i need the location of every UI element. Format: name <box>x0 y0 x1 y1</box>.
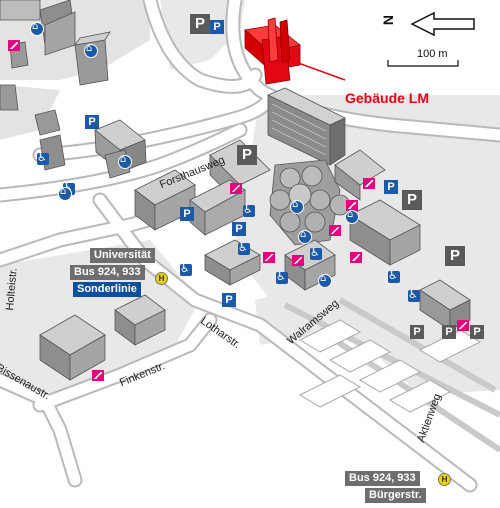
accessibility-icon <box>388 269 400 283</box>
accessibility-icon <box>310 246 322 260</box>
wc-icon <box>457 320 469 331</box>
parking-icon[interactable]: P <box>190 14 210 34</box>
accessibility-icon <box>37 151 49 165</box>
scale-label: 100 m <box>417 48 448 60</box>
target-building-label[interactable]: Gebäude LM <box>345 90 430 106</box>
parking-icon[interactable]: P <box>237 145 257 165</box>
bus-stop-1-icon[interactable]: H <box>155 272 168 285</box>
wc-icon <box>230 183 242 194</box>
accessibility-icon <box>180 262 192 276</box>
bus-stop-2-lines[interactable]: Bus 924, 933 <box>345 471 420 486</box>
cafeteria-icon <box>30 21 44 36</box>
accessibility-icon <box>243 203 255 217</box>
service-parking-icon[interactable]: P <box>180 207 194 221</box>
parking-icon[interactable]: P <box>445 246 465 266</box>
service-parking-icon[interactable]: P <box>232 222 246 236</box>
bus-stop-2-name[interactable]: Bürgerstr. <box>365 488 426 503</box>
cafeteria-icon <box>58 186 72 201</box>
parking-icon[interactable]: P <box>470 325 484 339</box>
bus-stop-1-lines[interactable]: Bus 924, 933 <box>70 265 145 280</box>
parking-icon[interactable]: P <box>402 190 422 210</box>
cafeteria-icon <box>318 273 332 288</box>
wc-icon <box>329 225 341 236</box>
parking-icon[interactable]: P <box>442 325 456 339</box>
wc-icon <box>292 255 304 266</box>
bus-stop-1-name[interactable]: Universität <box>90 248 155 263</box>
accessibility-icon <box>276 270 288 284</box>
wc-icon <box>92 370 104 381</box>
cafeteria-icon <box>84 43 98 58</box>
parking-icon[interactable]: P <box>410 325 424 339</box>
service-parking-icon[interactable]: P <box>384 180 398 194</box>
cafeteria-icon <box>345 209 359 224</box>
bus-stop-2-icon[interactable]: H <box>438 473 451 486</box>
service-parking-icon[interactable]: P <box>210 20 224 34</box>
accessibility-icon <box>408 288 420 302</box>
wc-icon <box>8 40 20 51</box>
wc-icon <box>350 252 362 263</box>
north-arrow-icon <box>410 11 475 37</box>
wc-icon <box>263 252 275 263</box>
cafeteria-icon <box>290 199 304 214</box>
cafeteria-icon <box>298 229 312 244</box>
service-parking-icon[interactable]: P <box>222 293 236 307</box>
wc-icon <box>363 178 375 189</box>
north-label: N <box>380 14 397 26</box>
accessibility-icon <box>238 241 250 255</box>
cafeteria-icon <box>118 154 132 169</box>
service-parking-icon[interactable]: P <box>85 115 99 129</box>
bus-stop-1-special[interactable]: Sonderlinie <box>73 282 141 297</box>
wc-icon <box>346 200 358 211</box>
